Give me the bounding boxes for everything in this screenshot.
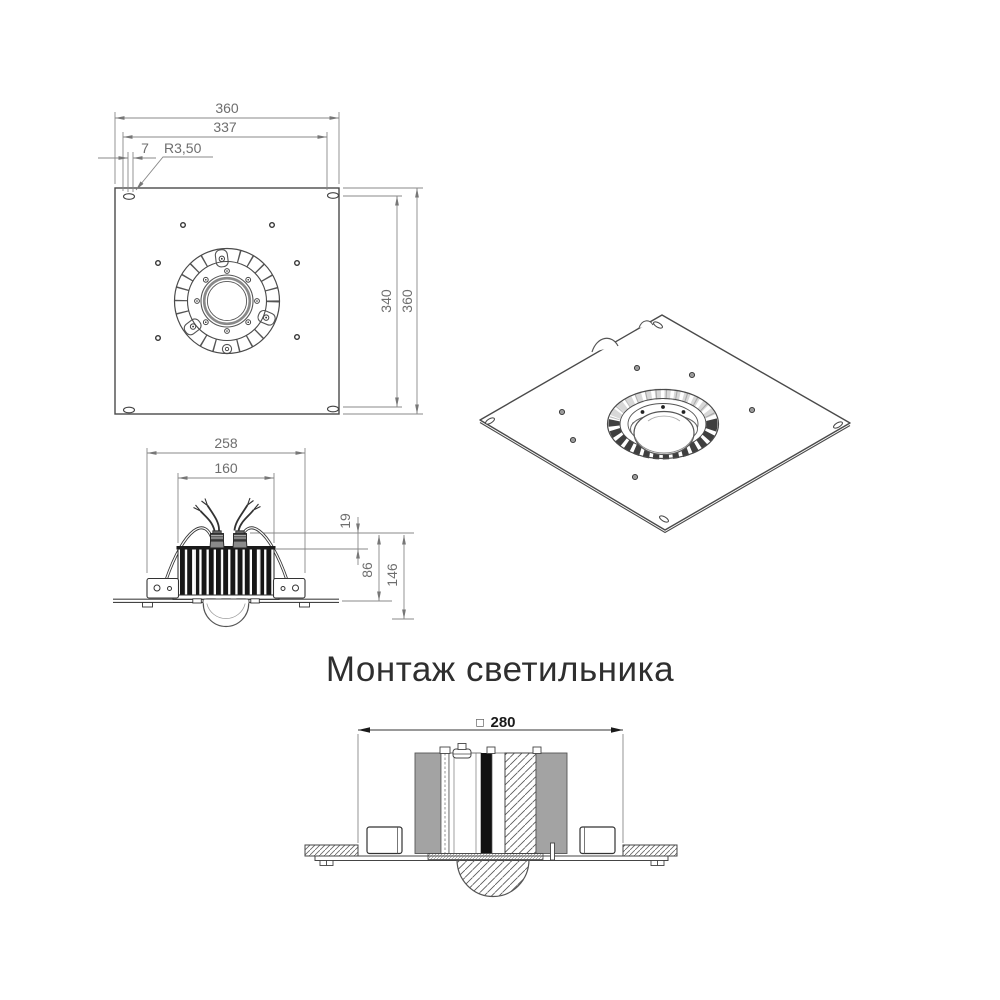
cable-gland-right [232, 530, 248, 549]
side-view-drawing: 258 160 19 86 146 [113, 435, 414, 628]
dim-label-height-total: 360 [399, 289, 415, 313]
dim-label-height-inner: 340 [378, 289, 394, 313]
iso-spring-loop-small [638, 320, 654, 329]
plate-clips-side [142, 602, 310, 608]
page-title: Монтаж светильника [325, 650, 675, 689]
isometric-view-drawing [479, 314, 851, 534]
spring-bracket-left-section [366, 826, 403, 855]
heatsink-ring-top [173, 244, 281, 355]
ceiling-section-right [622, 844, 678, 857]
iso-dome-lens [633, 410, 695, 456]
dim-label-width-inner: 337 [213, 119, 237, 135]
dim-label-total-height: 146 [384, 563, 400, 587]
dim-label-side-body: 160 [214, 460, 238, 476]
iso-screws [558, 364, 756, 481]
dim-label-corner-radius: R3,50 [164, 140, 202, 156]
dim-label-recess-depth: 86 [359, 562, 375, 578]
mounting-bracket-right [272, 577, 306, 599]
iso-heatsink-ring [606, 387, 720, 460]
top-view-dimensions [98, 112, 423, 415]
dim-label-side-width: 258 [214, 435, 238, 451]
mounting-bracket-left [146, 577, 180, 599]
dim-label-width-total: 360 [215, 100, 239, 116]
dim-label-edge-offset: 7 [141, 140, 149, 156]
dim-label-opening-symbol: □ [476, 716, 484, 730]
fixing-pin-section [550, 842, 555, 861]
ceiling-section-left [304, 844, 359, 857]
iso-corner-slots [485, 321, 843, 523]
plate-clips-section [319, 860, 665, 866]
lens-aperture [200, 274, 254, 328]
power-wires [193, 497, 261, 531]
gland-section [452, 743, 472, 759]
top-view-drawing: 360 337 7 R3,50 340 360 [98, 100, 423, 415]
mounting-plate [114, 187, 340, 415]
dome-lens-side [202, 603, 250, 628]
cable-gland-left [209, 530, 225, 549]
installation-view-drawing: □ 280 [304, 714, 678, 898]
dim-label-gland-height: 19 [337, 513, 353, 529]
corner-slot-holes [122, 192, 340, 414]
plate-screw-holes [154, 221, 301, 342]
ring-bolt-holes [194, 268, 260, 334]
dome-lens-section [456, 859, 530, 898]
iso-spring-loop [591, 337, 619, 353]
installation-dimension: □ 280 [357, 714, 624, 843]
dim-label-opening-size: 280 [490, 714, 515, 731]
lens-flange-section [427, 853, 544, 860]
fixture-body-section [414, 743, 568, 861]
spring-bracket-right-section [579, 826, 616, 855]
